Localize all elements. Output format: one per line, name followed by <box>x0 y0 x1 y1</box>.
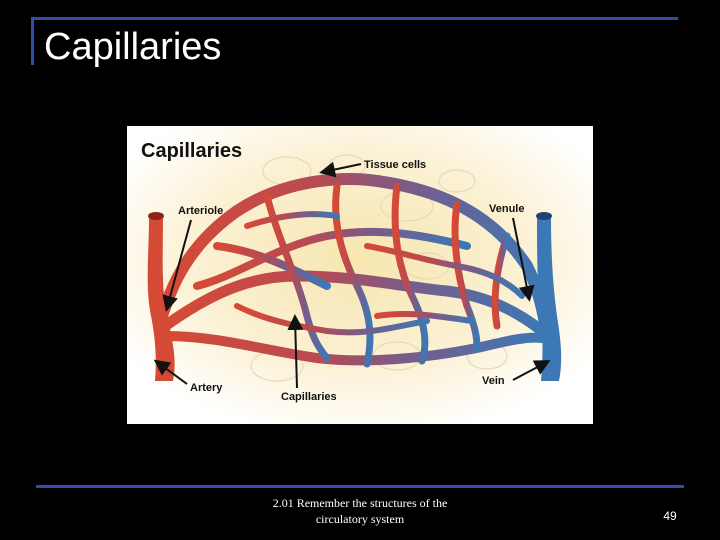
figure-title: Capillaries <box>141 140 242 162</box>
footer-rule <box>36 485 684 488</box>
label-capillaries: Capillaries <box>281 391 337 403</box>
capillary-diagram: Capillaries Tissue cells Arteriole Venul… <box>127 126 593 424</box>
arrow-arteriole <box>162 219 192 312</box>
arrow-vein <box>512 360 551 381</box>
title-accent-rule <box>31 17 678 20</box>
slide-footer: 2.01 Remember the structures of the circ… <box>272 496 448 526</box>
title-accent-bar <box>31 17 34 65</box>
arrow-capillaries <box>287 314 304 389</box>
artery-vessel <box>147 212 175 381</box>
capillary-network <box>156 172 551 368</box>
label-venule: Venule <box>489 203 524 215</box>
arrow-tissue-cells <box>319 161 362 178</box>
arrow-artery <box>153 359 188 385</box>
label-vein: Vein <box>482 375 505 387</box>
arrow-venule <box>512 217 535 302</box>
page-number: 49 <box>663 509 677 523</box>
label-artery: Artery <box>190 382 223 394</box>
label-arteriole: Arteriole <box>178 205 223 217</box>
vein-vessel <box>536 212 562 381</box>
slide-title: Capillaries <box>44 26 222 68</box>
leader-arrows <box>153 161 551 389</box>
label-tissue-cells: Tissue cells <box>364 159 426 171</box>
